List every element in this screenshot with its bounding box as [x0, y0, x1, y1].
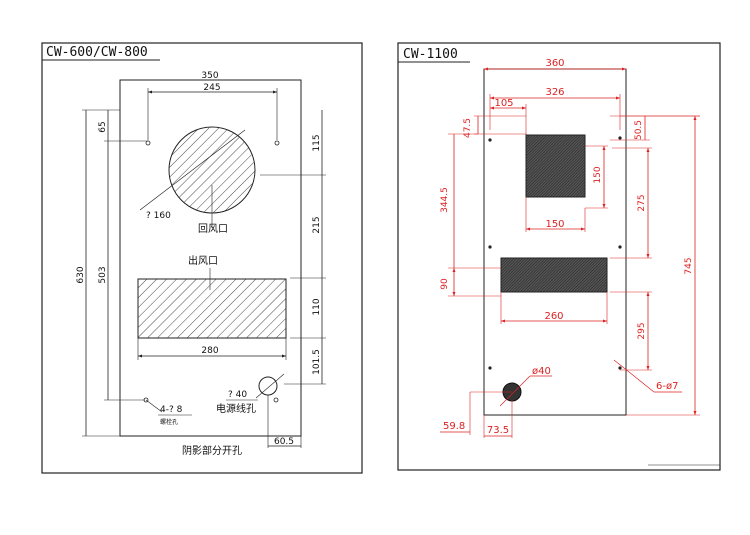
dim-260: 260: [544, 311, 563, 322]
dim-65: 65: [98, 121, 108, 132]
dim-360: 360: [545, 58, 564, 69]
dim-d160: ? 160: [146, 211, 171, 221]
dim-150-vertical: 150: [593, 166, 603, 183]
dim-59-8: 59.8: [443, 421, 465, 432]
dim-350: 350: [201, 71, 218, 81]
right-title: CW-1100: [403, 47, 458, 62]
left-frame: [41, 42, 363, 474]
dim-60-5: 60.5: [274, 437, 294, 447]
left-title: CW-600/CW-800: [46, 45, 148, 60]
right-panel-outline: [483, 68, 627, 416]
dim-47-5: 47.5: [463, 118, 473, 138]
mount-hole: [274, 140, 280, 146]
mount-hole: [145, 140, 151, 146]
dim-101-5: 101.5: [312, 349, 322, 375]
right-return-air-opening: [525, 134, 586, 198]
dim-6-holes: 6-ø7: [656, 381, 678, 392]
right-supply-air-opening: [500, 257, 608, 293]
dim-90: 90: [440, 278, 450, 290]
dim-105: 105: [494, 98, 513, 109]
dim-326: 326: [545, 87, 564, 98]
dim-73-5: 73.5: [487, 425, 509, 436]
dim-215: 215: [312, 216, 322, 233]
label-shaded-note: 阴影部分开孔: [182, 444, 242, 457]
dim-holes: 4-? 8: [160, 405, 183, 415]
dim-115: 115: [312, 134, 322, 151]
dim-503: 503: [98, 266, 108, 283]
dim-150-horizontal: 150: [545, 219, 564, 230]
dim-630: 630: [76, 266, 86, 283]
dim-745: 745: [684, 257, 694, 274]
diameter-leader: [139, 129, 246, 211]
label-return-air: 回风口: [198, 223, 228, 235]
dim-280: 280: [201, 346, 218, 356]
right-frame: [397, 42, 721, 471]
dim-295: 295: [637, 322, 647, 339]
label-mount-hole: 螺栓孔: [160, 418, 178, 426]
power-cable-hole: [258, 376, 278, 396]
dim-344-5: 344.5: [440, 187, 450, 213]
label-supply-air: 出风口: [188, 254, 218, 267]
right-drawing: CW-1100 360 326 105 47.5 50.5: [397, 42, 721, 471]
dim-275: 275: [637, 194, 647, 211]
label-power-hole: 电源线孔: [216, 402, 256, 415]
dim-245: 245: [203, 83, 220, 93]
left-drawing: CW-600/CW-800 350 245 ? 160 回风口 115 215 …: [41, 42, 363, 474]
dim-d40: ? 40: [228, 390, 247, 400]
dim-50-5: 50.5: [634, 120, 644, 140]
dim-110: 110: [312, 298, 322, 315]
dim-d40-right: ø40: [532, 366, 551, 377]
supply-air-opening: [137, 278, 287, 339]
